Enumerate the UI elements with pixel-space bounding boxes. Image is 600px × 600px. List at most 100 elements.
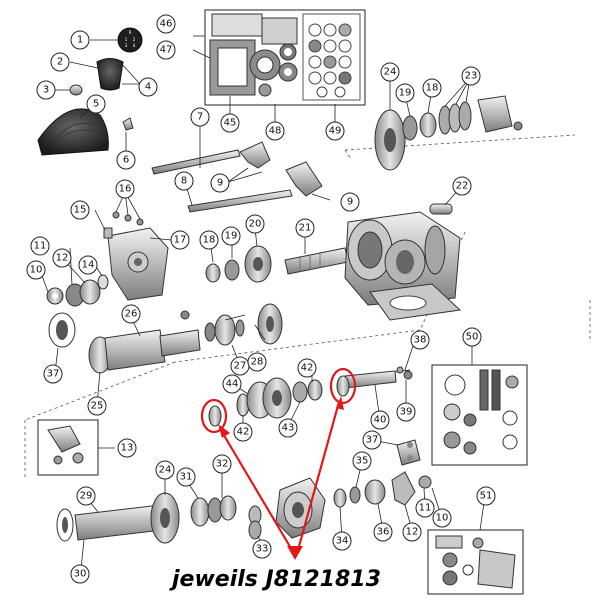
svg-text:25: 25 (91, 401, 104, 412)
shift-pattern-3: 3 (125, 43, 128, 48)
seal-ring-grid (308, 23, 352, 98)
thrust-washer-right (336, 375, 350, 397)
shift-lever-pivot (122, 117, 134, 131)
right-fasteners (396, 439, 421, 466)
mainshaft (344, 370, 397, 389)
highlight-arrow-right (296, 401, 341, 551)
svg-text:39: 39 (400, 407, 413, 418)
svg-text:8: 8 (181, 176, 187, 187)
svg-text:20: 20 (249, 219, 262, 230)
svg-text:7: 7 (197, 112, 203, 123)
callout-18b: 18 (422, 78, 442, 98)
svg-text:12: 12 (406, 527, 419, 538)
callout-11a: 11 (30, 236, 50, 256)
callout-20: 20 (245, 214, 265, 234)
svg-text:42: 42 (301, 363, 314, 374)
svg-text:2: 2 (57, 57, 63, 68)
shifter-detail-box (37, 419, 99, 476)
part-number-caption: jeweils J8121813 (169, 567, 381, 592)
callout-44: 44 (222, 374, 242, 394)
mainshaft-gear-stack (236, 370, 413, 419)
shift-pattern-1: 1 (125, 37, 128, 42)
svg-text:18: 18 (203, 235, 216, 246)
callout-45: 45 (220, 113, 240, 133)
callout-25: 25 (87, 396, 107, 416)
svg-text:9: 9 (347, 197, 353, 208)
callout-9b: 9 (340, 192, 360, 212)
callout-36: 36 (373, 522, 393, 542)
callout-16: 16 (115, 179, 135, 199)
callout-28: 28 (247, 352, 267, 372)
callout-10b: 10 (432, 508, 452, 528)
shift-fork-1 (239, 141, 271, 169)
svg-text:32: 32 (216, 459, 229, 470)
dowel-pins (429, 203, 453, 215)
shift-fork-2 (285, 161, 323, 197)
gasket-kit-box-small (427, 529, 524, 595)
callout-19a: 19 (221, 226, 241, 246)
callout-51: 51 (476, 486, 496, 506)
highlight-overlay (200, 367, 357, 560)
callout-29: 29 (76, 486, 96, 506)
svg-text:27: 27 (234, 361, 247, 372)
svg-text:24: 24 (159, 465, 172, 476)
svg-text:24: 24 (384, 67, 397, 78)
callout-33: 33 (252, 539, 272, 559)
svg-text:34: 34 (336, 536, 349, 547)
callout-22: 22 (452, 176, 472, 196)
svg-text:23: 23 (465, 71, 478, 82)
arrowhead-bottom (287, 546, 303, 560)
synchro-kit-box (431, 364, 528, 466)
left-seal-stack (46, 274, 109, 307)
callout-31: 31 (176, 467, 196, 487)
shift-rail-upper (151, 149, 241, 175)
callout-43: 43 (278, 418, 298, 438)
svg-text:45: 45 (224, 118, 237, 129)
callout-30: 30 (70, 564, 90, 584)
callout-24b: 24 (155, 460, 175, 480)
callout-4: 4 (138, 77, 158, 97)
highlight-ring-left (200, 398, 228, 434)
shift-pattern-r: R (129, 30, 132, 35)
callout-21: 21 (295, 218, 315, 238)
svg-text:5: 5 (93, 99, 99, 110)
svg-text:33: 33 (256, 544, 269, 555)
svg-text:46: 46 (160, 19, 173, 30)
callout-46: 46 (156, 14, 176, 34)
svg-text:6: 6 (123, 155, 129, 166)
shift-knob: R 1 2 3 4 (117, 27, 143, 53)
bolt-hardware (394, 366, 411, 374)
output-shaft-assembly (56, 492, 262, 544)
callout-39: 39 (396, 402, 416, 422)
svg-text:29: 29 (80, 491, 93, 502)
shift-pattern-4: 4 (133, 43, 136, 48)
svg-text:9: 9 (217, 178, 223, 189)
callout-23: 23 (461, 66, 481, 86)
svg-text:42: 42 (237, 427, 250, 438)
callout-48: 48 (265, 121, 285, 141)
upper-bearing-gear-set (205, 245, 272, 283)
callout-40: 40 (370, 410, 390, 430)
callout-18a: 18 (199, 230, 219, 250)
callout-1: 1 (70, 30, 90, 50)
svg-text:10: 10 (436, 513, 449, 524)
svg-text:38: 38 (414, 335, 427, 346)
shift-rail-lower (187, 189, 293, 213)
callout-7: 7 (190, 107, 210, 127)
callout-3: 3 (36, 80, 56, 100)
thrust-washer-left (208, 405, 222, 427)
extension-housing (275, 477, 326, 539)
svg-text:3: 3 (43, 85, 49, 96)
arrowhead-right-top (336, 396, 344, 410)
callout-19b: 19 (395, 83, 415, 103)
svg-text:13: 13 (121, 443, 134, 454)
countershaft-gear (284, 247, 349, 275)
svg-text:37: 37 (47, 369, 60, 380)
callout-37b: 37 (362, 430, 382, 450)
svg-text:30: 30 (74, 569, 87, 580)
svg-text:37: 37 (366, 435, 379, 446)
rear-seal-stack (333, 471, 432, 508)
callout-27: 27 (230, 356, 250, 376)
callout-10a: 10 (26, 260, 46, 280)
